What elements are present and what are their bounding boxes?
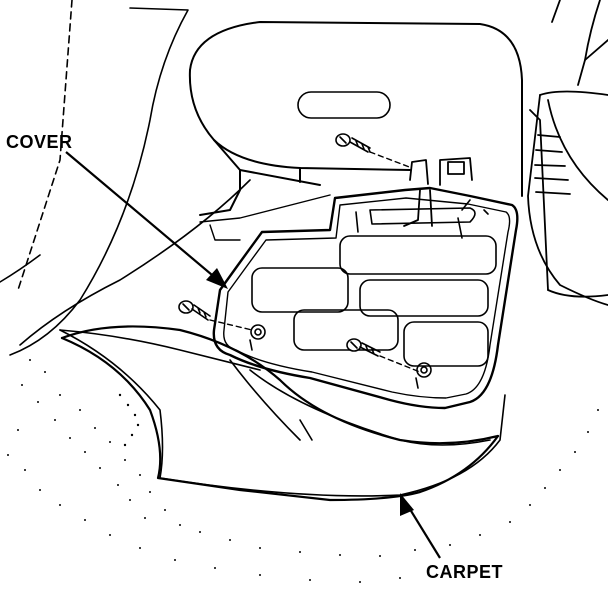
screw-icon xyxy=(346,338,381,357)
door-frame xyxy=(0,0,251,356)
clip-icon xyxy=(249,324,266,351)
carpet-flap xyxy=(60,325,500,502)
cover-plate xyxy=(212,186,519,410)
cover-pattern xyxy=(251,199,497,367)
dashboard-panel xyxy=(188,21,523,241)
screw-icon xyxy=(335,133,371,153)
carpet-texture xyxy=(7,359,599,583)
hinge-bracket xyxy=(403,157,473,227)
carpet-leader xyxy=(400,493,441,559)
floor-area xyxy=(59,329,506,497)
cover-label: COVER xyxy=(6,132,73,152)
clip-icon xyxy=(415,362,432,389)
center-console xyxy=(527,0,608,306)
screw-icon xyxy=(178,300,211,321)
cover-leader xyxy=(65,151,228,289)
installation-guides xyxy=(209,151,421,373)
carpet-label: CARPET xyxy=(426,562,504,582)
